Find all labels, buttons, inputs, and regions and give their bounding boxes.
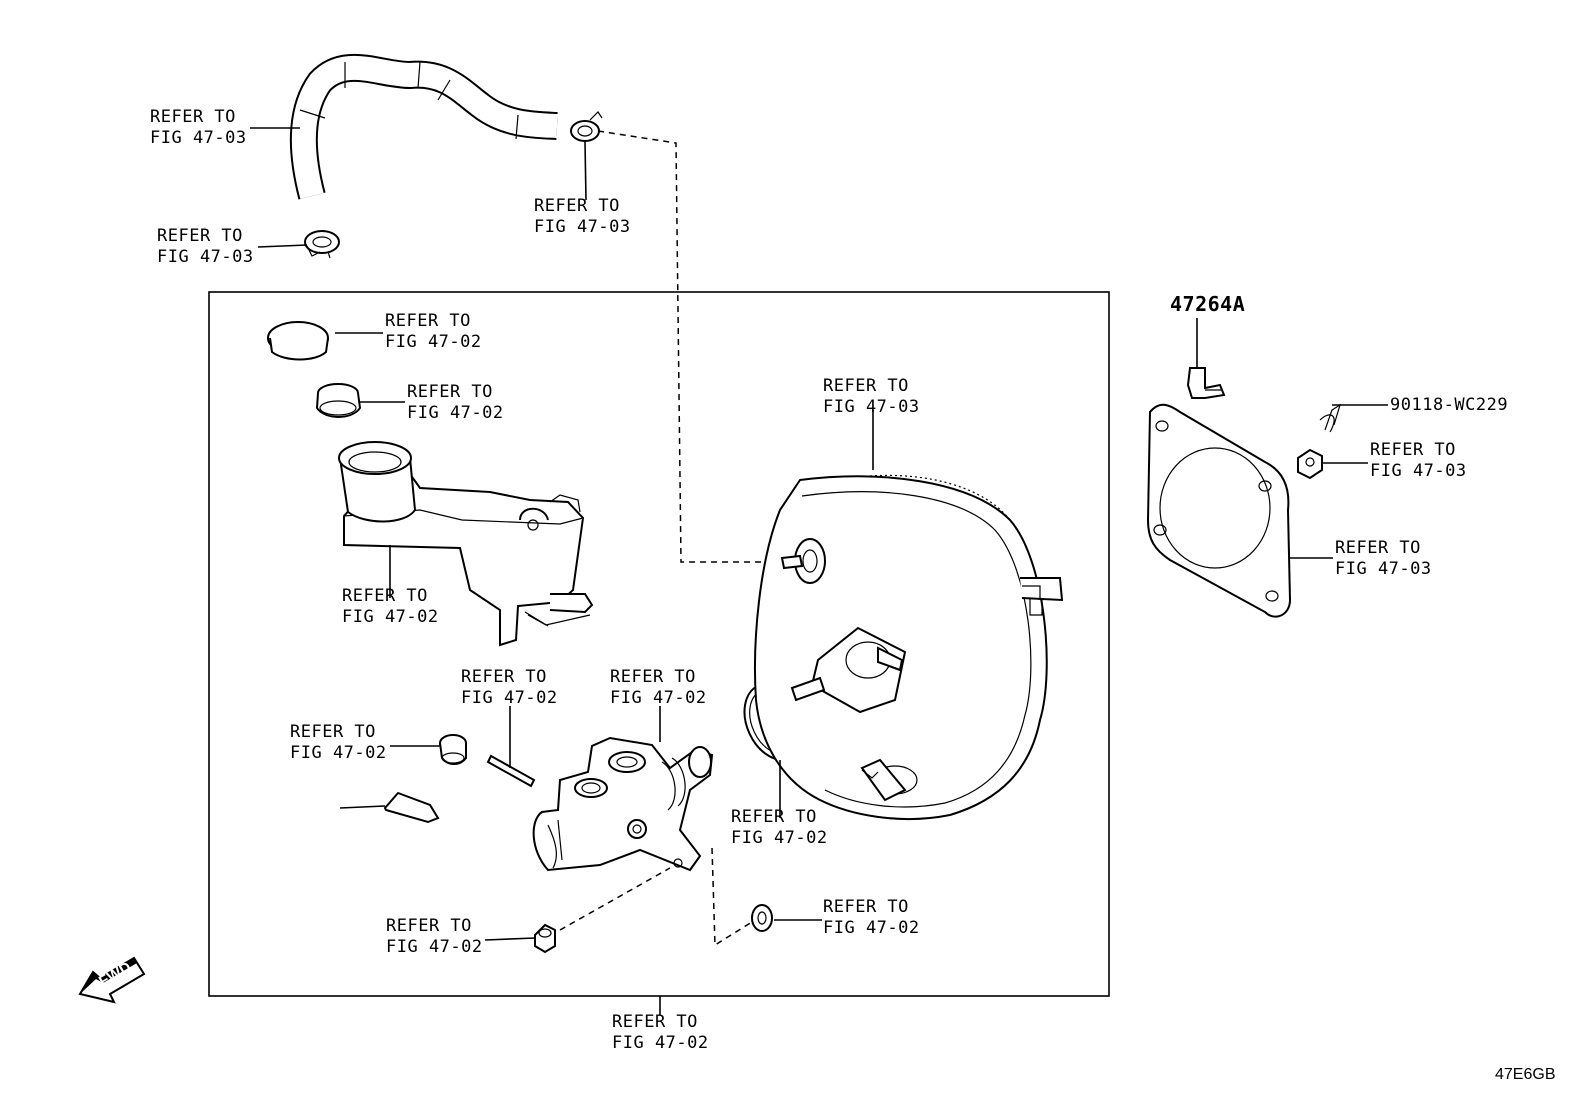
reservoir-pin [486,754,536,788]
vacuum-line-dashed [597,130,775,563]
retaining-clip [383,791,440,824]
assembly-frame [208,291,1110,997]
spring-clip [1319,403,1342,433]
brake-booster [754,474,1064,820]
clevis-pin [1186,367,1226,399]
hose-clamp-left [304,230,340,259]
part-number-clip: 90118-WC229 [1390,395,1509,415]
booster-nut [1297,448,1323,480]
seal-dashed-line [711,847,753,947]
reservoir-strainer [315,383,362,418]
vacuum-hose [289,53,558,200]
booster-gasket [1146,403,1292,618]
figure-code: 47E6GB [1495,1066,1556,1083]
cylinder-nut [534,923,556,954]
part-number-clevis-pin: 47264A [1170,292,1246,316]
master-cylinder [532,736,714,872]
brake-fluid-reservoir [338,441,594,647]
nut-dashed-line [559,867,671,931]
reservoir-grommet [439,734,467,765]
reservoir-cap [267,321,329,361]
booster-seal [751,904,773,932]
hose-clamp-top [570,111,603,142]
leader-lines [250,127,1388,1015]
fwd-arrow-icon [78,956,146,1004]
